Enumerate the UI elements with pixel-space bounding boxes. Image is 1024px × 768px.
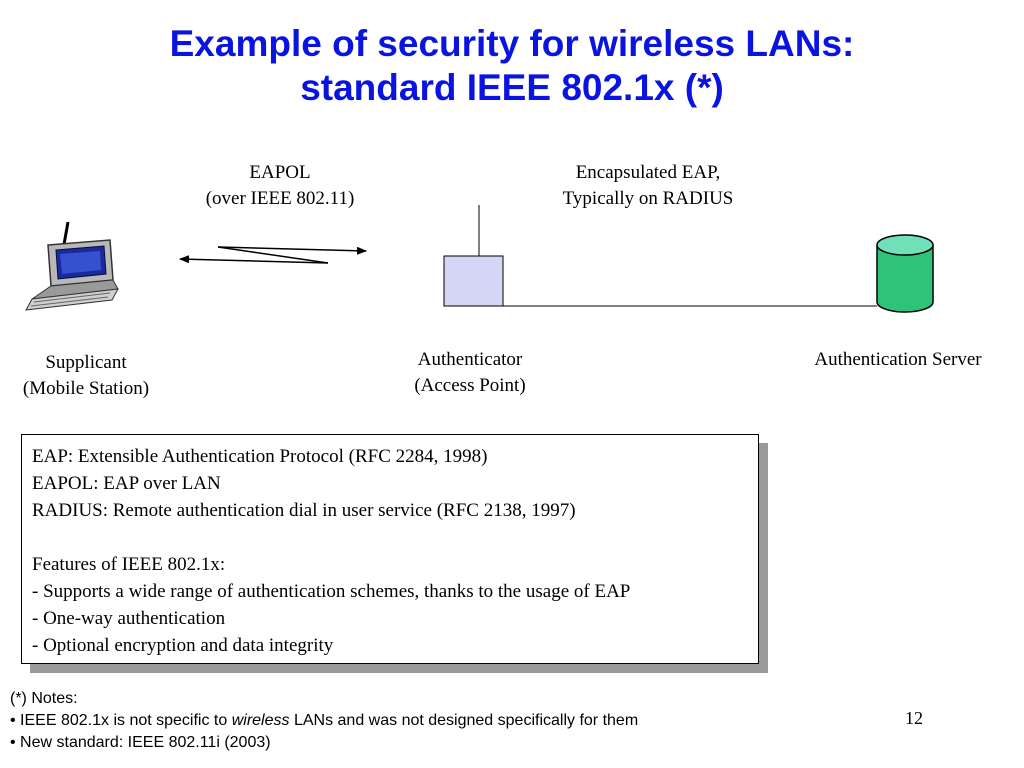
- infobox-line: - One-way authentication: [32, 608, 226, 629]
- note-item-1: • IEEE 802.1x is not specific to wireles…: [10, 710, 638, 732]
- authenticator-label-line-1: Authenticator: [417, 349, 523, 370]
- authentication-server-label-text: Authentication Server: [814, 349, 982, 370]
- laptop-icon: [25, 221, 119, 311]
- note-item-2: • New standard: IEEE 802.11i (2003): [10, 734, 271, 751]
- page-number: 12: [905, 708, 923, 728]
- radius-label-line-2: Typically on RADIUS: [562, 188, 734, 209]
- infobox-line: - Optional encryption and data integrity: [32, 635, 334, 656]
- database-server-icon: [876, 234, 934, 313]
- note-item-1-emphasis: wireless: [231, 712, 290, 729]
- authenticator-label-line-2: (Access Point): [414, 375, 526, 396]
- note-item-1-post: LANs and was not designed specifically f…: [289, 712, 639, 729]
- infobox-line: [32, 524, 748, 551]
- supplicant-label-line-1: Supplicant: [45, 352, 127, 373]
- access-point-icon: [443, 205, 504, 307]
- infobox-line: RADIUS: Remote authentication dial in us…: [32, 500, 576, 521]
- infobox-line: EAP: Extensible Authentication Protocol …: [32, 446, 488, 467]
- authentication-server-label: Authentication Server: [788, 347, 1008, 373]
- slide-title-line-2: standard IEEE 802.1x (*): [300, 67, 724, 108]
- footnotes: (*) Notes: • IEEE 802.1x is not specific…: [10, 688, 638, 754]
- eapol-label: EAPOL (over IEEE 802.11): [180, 160, 380, 212]
- radius-label-line-1: Encapsulated EAP,: [575, 162, 721, 183]
- supplicant-label-line-2: (Mobile Station): [22, 378, 150, 399]
- slide-title: Example of security for wireless LANs: s…: [0, 22, 1024, 110]
- infobox-line: EAPOL: EAP over LAN: [32, 473, 221, 494]
- eapol-label-line-2: (over IEEE 802.11): [205, 188, 355, 209]
- radius-label: Encapsulated EAP, Typically on RADIUS: [528, 160, 768, 212]
- eapol-label-line-1: EAPOL: [249, 162, 311, 183]
- eapol-link-arrow: [179, 246, 367, 264]
- slide-title-line-1: Example of security for wireless LANs:: [169, 23, 855, 64]
- supplicant-label: Supplicant (Mobile Station): [0, 350, 172, 402]
- infobox-line: - Supports a wide range of authenticatio…: [32, 581, 631, 602]
- authenticator-label: Authenticator (Access Point): [370, 347, 570, 399]
- infobox-line: Features of IEEE 802.1x:: [32, 554, 226, 575]
- definitions-box: EAP: Extensible Authentication Protocol …: [21, 434, 759, 664]
- note-item-1-pre: • IEEE 802.1x is not specific to: [10, 712, 232, 729]
- notes-heading: (*) Notes:: [10, 690, 78, 707]
